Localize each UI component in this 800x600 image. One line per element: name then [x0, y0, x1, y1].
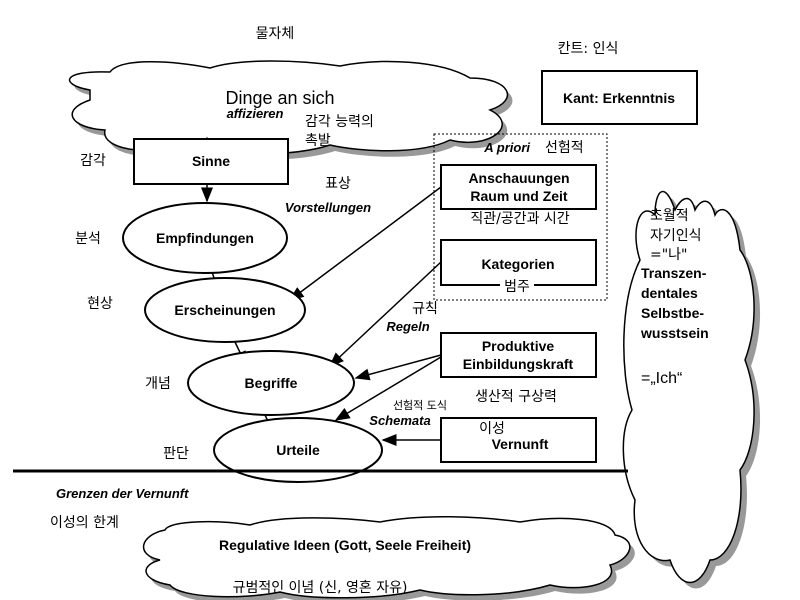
- label-sinne: Sinne: [192, 153, 230, 169]
- box-einbildungskraft: [440, 332, 597, 378]
- title-box: [541, 70, 698, 125]
- label-regulative: Regulative Ideen (Gott, Seele Freiheit): [219, 537, 471, 553]
- label-self-de1: Transzen-: [641, 265, 707, 281]
- label-thing-kr: 물자체: [256, 26, 295, 42]
- label-self-de4: wusstsein: [640, 325, 709, 341]
- label-reason-kr: 이성: [479, 421, 505, 437]
- label-self-de3: Selbstbe-: [641, 305, 704, 321]
- label-self-kr3: ="나": [650, 247, 688, 263]
- label-einbildungskraft: Einbildungskraft: [463, 356, 574, 372]
- label-empfindungen: Empfindungen: [156, 230, 254, 246]
- a-priori-group: [433, 133, 608, 301]
- label-imagination-kr: 생산적 구상력: [475, 389, 557, 405]
- label-intuitions-kr: 직관/공간과 시간: [470, 211, 569, 227]
- title-kr: 칸트: 인식: [558, 41, 619, 57]
- arrow-categories: [328, 261, 442, 368]
- label-a-priori: A priori: [483, 140, 530, 155]
- box-vernunft: [440, 417, 597, 463]
- box-sinne: [133, 138, 289, 185]
- label-limits-kr: 이성의 한계: [50, 515, 119, 531]
- label-produktive: Produktive: [482, 338, 555, 354]
- ellipse-urteile: [213, 417, 383, 483]
- label-judgments-kr: 판단: [163, 446, 189, 462]
- cloud-self-consciousness: [622, 190, 761, 589]
- label-repr-kr: 표상: [325, 176, 351, 192]
- label-anschauungen: Anschauungen: [468, 170, 569, 186]
- label-senses-kr: 감각: [80, 153, 106, 169]
- label-appearances-kr: 현상: [87, 296, 113, 312]
- label-self-kr2: 자기인식: [650, 228, 702, 244]
- label-sensations-kr: 분석: [75, 231, 101, 247]
- label-begriffe: Begriffe: [245, 375, 298, 391]
- label-schemata: Schemata: [369, 413, 430, 428]
- label-categories-kr: 범주: [504, 279, 530, 295]
- label-a-priori-kr: 선험적: [545, 140, 584, 156]
- label-regeln: Regeln: [386, 319, 429, 334]
- box-anschauungen: [440, 164, 597, 210]
- label-raum-zeit: Raum und Zeit: [470, 188, 568, 204]
- cloud-dinge-an-sich: [68, 60, 513, 160]
- title-de: Kant: Erkenntnis: [563, 90, 675, 106]
- label-erscheinungen: Erscheinungen: [174, 302, 275, 318]
- label-self-kr1: 초월적: [650, 208, 689, 224]
- label-affect-kr1: 감각 능력의: [305, 114, 374, 130]
- label-grenzen: Grenzen der Vernunft: [56, 486, 189, 501]
- label-concepts-kr: 개념: [145, 376, 171, 392]
- box-kategorien: [440, 239, 597, 286]
- label-dinge-an-sich: Dinge an sich: [225, 88, 334, 108]
- label-regulative-kr: 규범적인 이념 (신, 영혼 자유): [233, 580, 408, 596]
- label-schemata-kr: 선험적 도식: [393, 399, 447, 412]
- label-vernunft: Vernunft: [492, 436, 549, 452]
- ellipse-empfindungen: [122, 202, 288, 274]
- label-affizieren: affizieren: [227, 106, 284, 121]
- ellipse-begriffe: [187, 350, 355, 416]
- ellipse-erscheinungen: [144, 277, 306, 343]
- label-vorstellungen: Vorstellungen: [285, 200, 371, 215]
- label-ich: =„Ich“: [641, 370, 682, 387]
- label-affect-kr2: 촉발: [305, 133, 331, 149]
- arrow-imagination-begr: [354, 354, 442, 381]
- label-kategorien: Kategorien: [481, 256, 554, 272]
- cloud-regulative: [142, 516, 635, 600]
- label-rules-kr: 규칙: [412, 301, 438, 317]
- label-self-de2: dentales: [641, 285, 698, 301]
- arrow-schemata: [334, 356, 442, 421]
- label-urteile: Urteile: [276, 442, 320, 458]
- arrow-intuitions: [288, 186, 442, 301]
